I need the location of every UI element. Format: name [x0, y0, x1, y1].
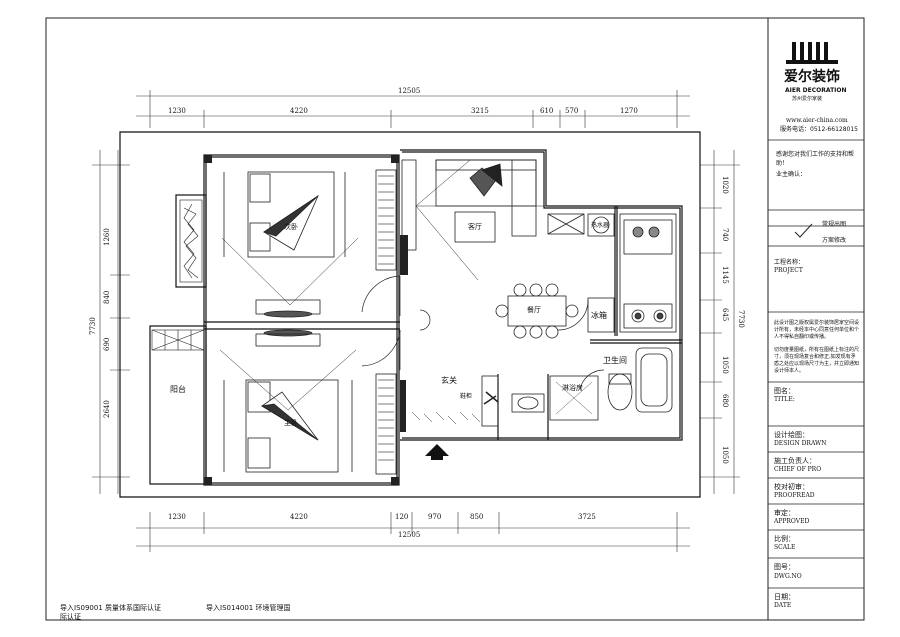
dim-top-seg: 1270 — [620, 107, 638, 115]
dim-right-seg: 1050 — [721, 356, 729, 374]
dim-top-seg: 3215 — [471, 107, 489, 115]
dim-bottom-seg: 4220 — [290, 513, 308, 521]
room-label-dining: 餐厅 — [527, 306, 541, 314]
dim-top-seg: 4220 — [290, 107, 308, 115]
dim-right-seg: 645 — [721, 308, 729, 322]
drawing-number-english: DWG.NO — [774, 573, 802, 580]
title-field-english: TITLE: — [774, 396, 795, 403]
dim-top-seg: 610 — [540, 107, 554, 115]
designer-label: 设计绘图： — [774, 431, 809, 439]
entry-area — [411, 375, 499, 427]
room-label-balcony: 阳台 — [170, 385, 186, 394]
dim-left-seg: 840 — [103, 290, 111, 304]
dim-bottom-seg: 120 — [395, 513, 409, 521]
date-label: 日期： — [774, 593, 795, 601]
dimension-lines — [92, 90, 740, 552]
room-label-bathroom: 卫生间 — [603, 356, 627, 365]
scale-english: SCALE — [774, 544, 796, 551]
dim-top-seg: 570 — [565, 107, 579, 115]
chief-label: 施工负责人： — [774, 457, 816, 465]
thanks-text: 感谢您对我们工作的支持和帮助！ — [776, 151, 855, 167]
measure-note: 切勿度量图纸，所有在图纸上标注的尺寸，须在现场复合和修正,如发现有矛盾之处应以现… — [774, 347, 860, 374]
copyright-note: 此设计图之版权属爱尔装饰居家空间设计所有，未经本中心同意任何单位和个人不得私自翻… — [774, 320, 860, 340]
dim-left-seg: 1260 — [103, 228, 111, 246]
dim-bottom-seg: 3725 — [578, 513, 596, 521]
dim-left-seg: 2640 — [103, 400, 111, 418]
logo-icon — [786, 42, 838, 64]
room-label-entry: 玄关 — [441, 376, 457, 385]
dim-left-seg: 690 — [103, 337, 111, 351]
checkmark-icon — [794, 223, 813, 238]
option-revise: 方案修改 — [822, 237, 847, 244]
room-label-master-bedroom: 主卧 — [284, 419, 298, 427]
dim-left-overall: 7730 — [89, 317, 97, 335]
wall-hatch — [204, 155, 408, 485]
approved-label: 审定： — [774, 509, 795, 517]
lower-bedroom-furniture — [219, 329, 397, 475]
dim-right-overall: 7730 — [737, 310, 745, 328]
door-swings — [361, 275, 605, 391]
iso9001-note: 导入IS09001 质量体系国际认证 — [60, 604, 162, 612]
website-text: www.aier-china.com — [786, 117, 848, 124]
label-shoe-cabinet: 鞋柜 — [460, 393, 473, 400]
room-label-living: 客厅 — [468, 223, 482, 231]
entry-arrow-icon — [425, 444, 449, 460]
logo-tagline: 苏州爱尔家装 — [792, 96, 823, 102]
dim-right-seg: 1050 — [721, 446, 729, 464]
kitchen — [619, 213, 677, 333]
dim-bottom-overall: 12505 — [398, 531, 421, 539]
title-field-label: 图名： — [774, 387, 795, 395]
project-english: PROJECT — [774, 267, 803, 274]
logo-english: AIER DECORATION — [785, 87, 847, 94]
living-furniture — [401, 159, 615, 281]
proofread-english: PROOFREAD — [774, 492, 815, 499]
dim-top-seg: 1230 — [168, 107, 186, 115]
dim-right-seg: 1020 — [721, 176, 729, 194]
option-regular: 常规出图 — [822, 221, 847, 228]
chief-english: CHIEF OF PRO — [774, 466, 822, 473]
dim-bottom-seg: 970 — [428, 513, 442, 521]
footer-cut-text: 际认证 — [60, 613, 81, 621]
label-water-heater: 热水器 — [591, 222, 610, 229]
date-english: DATE — [774, 602, 792, 609]
title-block-rules — [768, 139, 864, 589]
service-phone: 服务电话：0512-66128015 — [780, 126, 858, 133]
owner-confirm-label: 业主确认： — [776, 171, 807, 178]
dim-right-seg: 680 — [721, 394, 729, 408]
room-label-shower: 淋浴房 — [562, 384, 583, 392]
approved-english: APPROVED — [774, 518, 810, 525]
scale-label: 比例： — [774, 535, 795, 543]
dim-right-seg: 740 — [721, 228, 729, 242]
dim-right-seg: 1145 — [721, 266, 729, 284]
drawing-number-label: 图号： — [774, 563, 795, 571]
iso14001-note: 导入IS014001 环境管理国 — [206, 604, 291, 612]
dining-set — [495, 283, 615, 339]
proofread-label: 校对初审： — [774, 483, 809, 491]
walls — [119, 131, 701, 498]
upper-bedroom-furniture — [221, 169, 397, 318]
dim-bottom-seg: 850 — [470, 513, 484, 521]
designer-english: DESIGN DRAWN — [774, 440, 827, 447]
room-label-fridge: 冰箱 — [591, 311, 607, 320]
logo-name: 爱尔装饰 — [784, 69, 840, 85]
dim-top-overall: 12505 — [398, 87, 421, 95]
bathroom-fixtures — [511, 347, 673, 421]
balcony-cabinet — [151, 329, 205, 351]
sheet-border — [45, 17, 865, 621]
project-label: 工程名称： — [774, 259, 805, 266]
room-label-second-bedroom: 次卧 — [284, 223, 298, 231]
balcony-planter — [179, 199, 203, 283]
dim-bottom-seg: 1230 — [168, 513, 186, 521]
